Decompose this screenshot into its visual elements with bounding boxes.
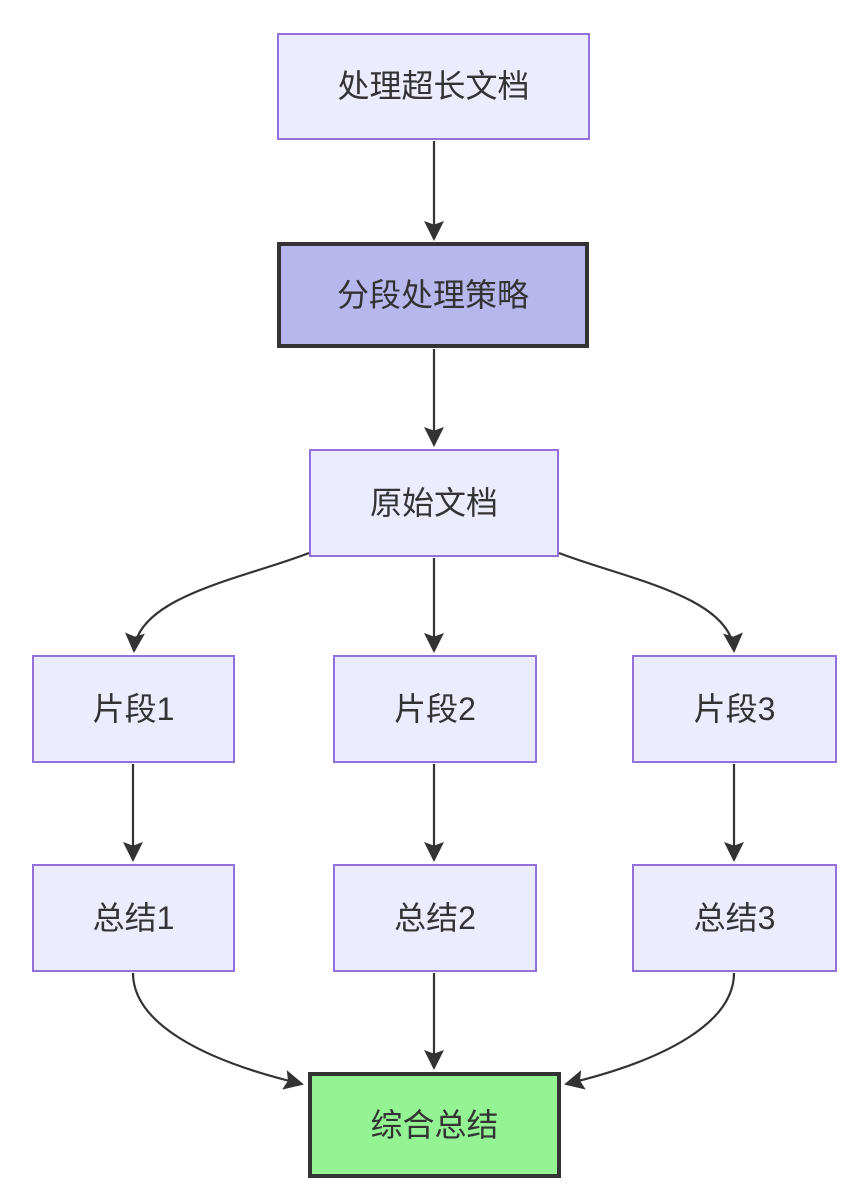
node-label-fragment-3: 片段3 — [693, 690, 776, 727]
node-segment-strategy: 分段处理策略 — [277, 242, 589, 348]
node-label-fragment-2: 片段2 — [394, 690, 476, 727]
node-summary-3: 总结3 — [632, 864, 837, 972]
node-label-final-summary: 综合总结 — [370, 1106, 499, 1143]
node-original-doc: 原始文档 — [309, 449, 559, 557]
edge-summary-3-to-final-summary — [564, 972, 736, 1090]
node-label-original-doc: 原始文档 — [369, 484, 498, 521]
edge-original-doc-to-fragment-1 — [125, 551, 310, 653]
node-fragment-2: 片段2 — [333, 655, 537, 763]
node-fragment-1: 片段1 — [32, 655, 235, 763]
edge-original-doc-to-fragment-3 — [558, 551, 743, 653]
node-fragment-3: 片段3 — [632, 655, 837, 763]
node-final-summary: 综合总结 — [308, 1072, 561, 1178]
node-summary-2: 总结2 — [333, 864, 537, 972]
edge-group — [123, 141, 744, 1090]
edge-summary-1-to-final-summary — [131, 972, 304, 1090]
node-label-summary-1: 总结1 — [92, 899, 175, 936]
node-summary-1: 总结1 — [32, 864, 235, 972]
node-label-segment-strategy: 分段处理策略 — [336, 276, 529, 313]
node-label-fragment-1: 片段1 — [92, 690, 175, 727]
node-process-long-doc: 处理超长文档 — [277, 33, 590, 140]
node-label-summary-2: 总结2 — [394, 899, 476, 936]
node-label-process-long-doc: 处理超长文档 — [337, 68, 530, 105]
node-label-summary-3: 总结3 — [693, 899, 776, 936]
